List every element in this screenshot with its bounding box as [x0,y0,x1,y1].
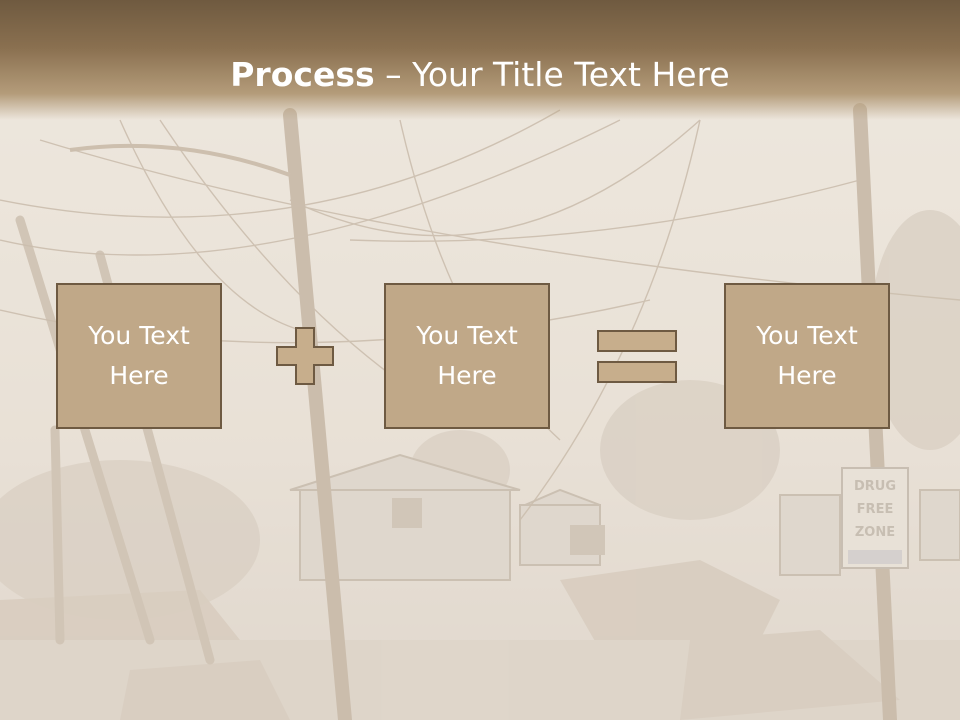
plus-icon [276,327,334,385]
process-box-2-text: You Text Here [416,321,518,390]
slide-title[interactable]: Process – Your Title Text Here [0,55,960,95]
process-box-3[interactable]: You Text Here [724,283,890,429]
title-bold: Process [230,55,375,94]
svg-text:ZONE: ZONE [855,525,895,540]
process-box-1[interactable]: You Text Here [56,283,222,429]
svg-text:FREE: FREE [857,502,894,517]
process-box-3-text: You Text Here [756,321,858,390]
title-rest: – Your Title Text Here [374,55,730,94]
process-box-2[interactable]: You Text Here [384,283,550,429]
equals-icon [597,330,677,383]
title-bar [0,0,960,120]
svg-text:DRUG: DRUG [854,479,896,494]
process-box-1-text: You Text Here [88,321,190,390]
